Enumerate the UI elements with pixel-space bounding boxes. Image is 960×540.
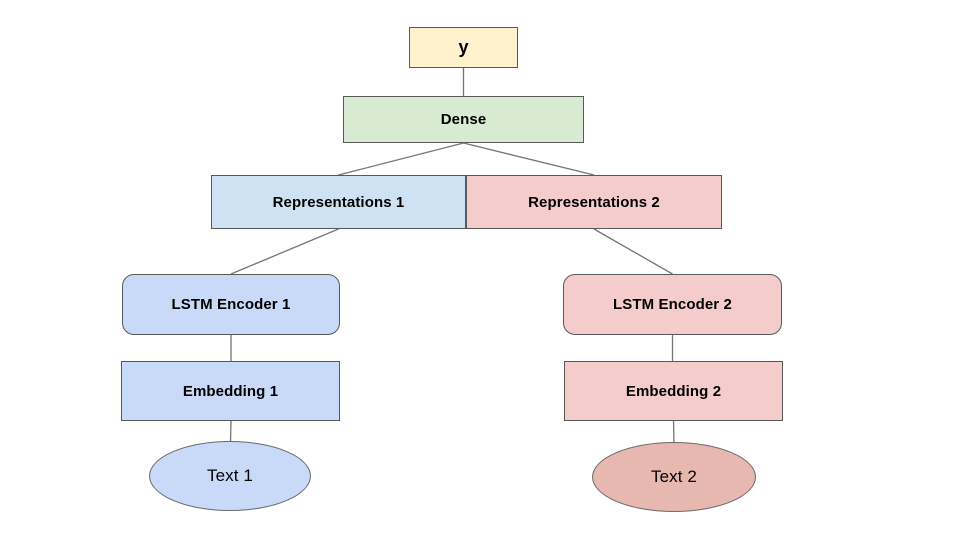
- edge-rep1-lstm1: [230, 228, 339, 275]
- edge-rep2-lstm2: [593, 228, 673, 275]
- node-text-input-2: Text 2: [592, 442, 756, 512]
- edge-emb2-text2: [672, 420, 675, 444]
- node-dense-layer: Dense: [343, 96, 584, 143]
- edge-dense-rep1: [338, 142, 464, 176]
- node-representations-1: Representations 1: [211, 175, 466, 229]
- node-text-input-1: Text 1: [149, 441, 311, 511]
- node-lstm-encoder-1: LSTM Encoder 1: [122, 274, 340, 335]
- node-embedding-2: Embedding 2: [564, 361, 783, 421]
- node-output-y: y: [409, 27, 518, 68]
- node-representations-2: Representations 2: [466, 175, 722, 229]
- edge-dense-rep2: [463, 142, 595, 176]
- node-embedding-1: Embedding 1: [121, 361, 340, 421]
- node-lstm-encoder-2: LSTM Encoder 2: [563, 274, 782, 335]
- edge-emb1-text1: [229, 420, 232, 443]
